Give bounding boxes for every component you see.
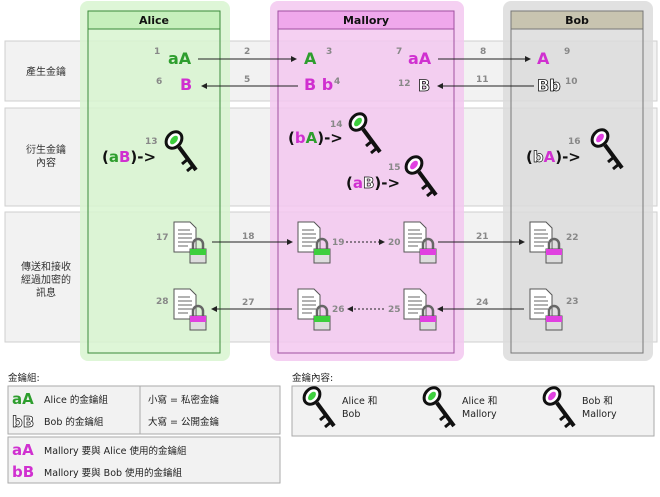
step-number: 16: [568, 137, 581, 147]
step-number: 10: [565, 77, 578, 87]
mallory-keypair-bob: B b: [304, 75, 333, 94]
step-number: 6: [156, 77, 162, 87]
step-number: 11: [476, 75, 489, 85]
legend-keycontent-3-line1: Bob 和: [582, 396, 613, 407]
mallory-column: [270, 1, 464, 361]
mallory-public-key-to-bob: A: [537, 49, 550, 68]
alice-header-label: Alice: [139, 14, 169, 27]
legend-bob-text: Bob 的金鑰組: [44, 416, 104, 428]
legend-keycontent-1-line2: Bob: [342, 409, 360, 420]
row-label-transmit-3: 訊息: [36, 286, 56, 299]
legend-keypairs-title: 金鑰組:: [8, 372, 40, 384]
mallory-header: [277, 10, 455, 30]
mallory-derive-formula-1: (bA)->: [288, 129, 343, 147]
bob-header: [510, 10, 644, 30]
step-number: 12: [398, 79, 411, 89]
step-number: 9: [564, 47, 570, 57]
legend-keycontent-1-line1: Alice 和: [342, 396, 377, 407]
bob-derive-formula: (bA)->: [526, 148, 581, 167]
legend-keycontent-3-line2: Mallory: [582, 409, 617, 420]
step-number: 19: [332, 238, 345, 248]
legend-mallory-alice-text: Mallory 要與 Alice 使用的金鑰組: [44, 445, 187, 457]
lock-icons: [189, 237, 563, 331]
key-icon: [400, 151, 438, 198]
legend-mallory-alice-symbol: aA: [12, 441, 34, 459]
mallory-header-label: Mallory: [343, 14, 389, 27]
step-number: 23: [566, 297, 579, 307]
legend-keycontent-2-line1: Alice 和: [462, 396, 497, 407]
bob-header-label: Bob: [565, 14, 589, 27]
key-icon: [538, 382, 576, 429]
step-number: 25: [388, 305, 401, 315]
step-number: 1: [154, 47, 160, 57]
step-number: 5: [244, 75, 250, 85]
svg-text:(aB)->: (aB)->: [346, 174, 400, 192]
alice-header: [87, 10, 221, 30]
step-number: 18: [242, 232, 255, 242]
svg-text:(bA)->: (bA)->: [288, 129, 343, 147]
legend-alice-symbol: aA: [12, 390, 34, 408]
legend-keypairs-box: [7, 385, 281, 435]
step-number: 15: [388, 163, 401, 173]
alice-keypair: aA: [168, 49, 192, 68]
mallory-public-key-to-alice: B: [180, 75, 192, 94]
legend-bob-symbol: bB: [12, 413, 34, 431]
legend-lowercase: 小寫 = 私密金鑰: [148, 394, 219, 406]
key-icon: [586, 124, 624, 171]
step-number: 20: [388, 238, 401, 248]
legend-keycontent-title: 金鑰內容:: [292, 372, 333, 384]
step-number: 8: [480, 47, 486, 57]
step-number: 24: [476, 298, 489, 308]
key-icon: [160, 126, 198, 173]
legend-keycontent-2-line2: Mallory: [462, 409, 497, 420]
svg-text:(bA)->: (bA)->: [526, 148, 581, 166]
step-number: 4: [334, 77, 340, 87]
legend-mallory-bob-text: Mallory 要與 Bob 使用的金鑰組: [44, 467, 183, 479]
legend-mallory-bob-symbol: bB: [12, 463, 34, 481]
key-icon: [298, 382, 336, 429]
legend-uppercase: 大寫 = 公開金鑰: [148, 416, 219, 428]
step-number: 26: [332, 305, 345, 315]
row-label-derive-2: 內容: [36, 156, 56, 169]
row-label-transmit-1: 傳送和接收: [21, 260, 71, 273]
step-number: 7: [396, 47, 402, 57]
row-label-transmit-2: 經過加密的: [21, 273, 71, 286]
alice-column: [80, 1, 230, 361]
step-number: 22: [566, 233, 579, 243]
key-icon: [418, 382, 456, 429]
alice-public-key-received: A: [304, 49, 317, 68]
mallory-derive-formula-2: (aB)->: [346, 174, 400, 193]
svg-text:(aB)->: (aB)->: [102, 148, 156, 166]
bob-public-key-received: B: [418, 76, 430, 95]
step-number: 3: [326, 47, 332, 57]
legend-keycontent-box: [291, 385, 655, 437]
step-number: 17: [156, 233, 169, 243]
bob-column: [503, 1, 653, 361]
alice-derive-formula: (aB)->: [102, 148, 156, 166]
row-label-derive-1: 衍生金鑰: [26, 143, 66, 156]
row-label-generate: 產生金鑰: [26, 65, 66, 78]
mallory-keypair-alice: aA: [408, 49, 432, 68]
key-icon: [344, 108, 382, 155]
step-number: 13: [145, 137, 158, 147]
step-number: 27: [242, 298, 255, 308]
bob-keypair: Bb: [537, 76, 561, 95]
step-number: 28: [156, 297, 169, 307]
step-number: 21: [476, 232, 489, 242]
legend-alice-text: Alice 的金鑰組: [44, 394, 108, 406]
step-number: 2: [244, 47, 250, 57]
step-number: 14: [330, 120, 343, 130]
legend-mallory-box: [7, 436, 281, 484]
